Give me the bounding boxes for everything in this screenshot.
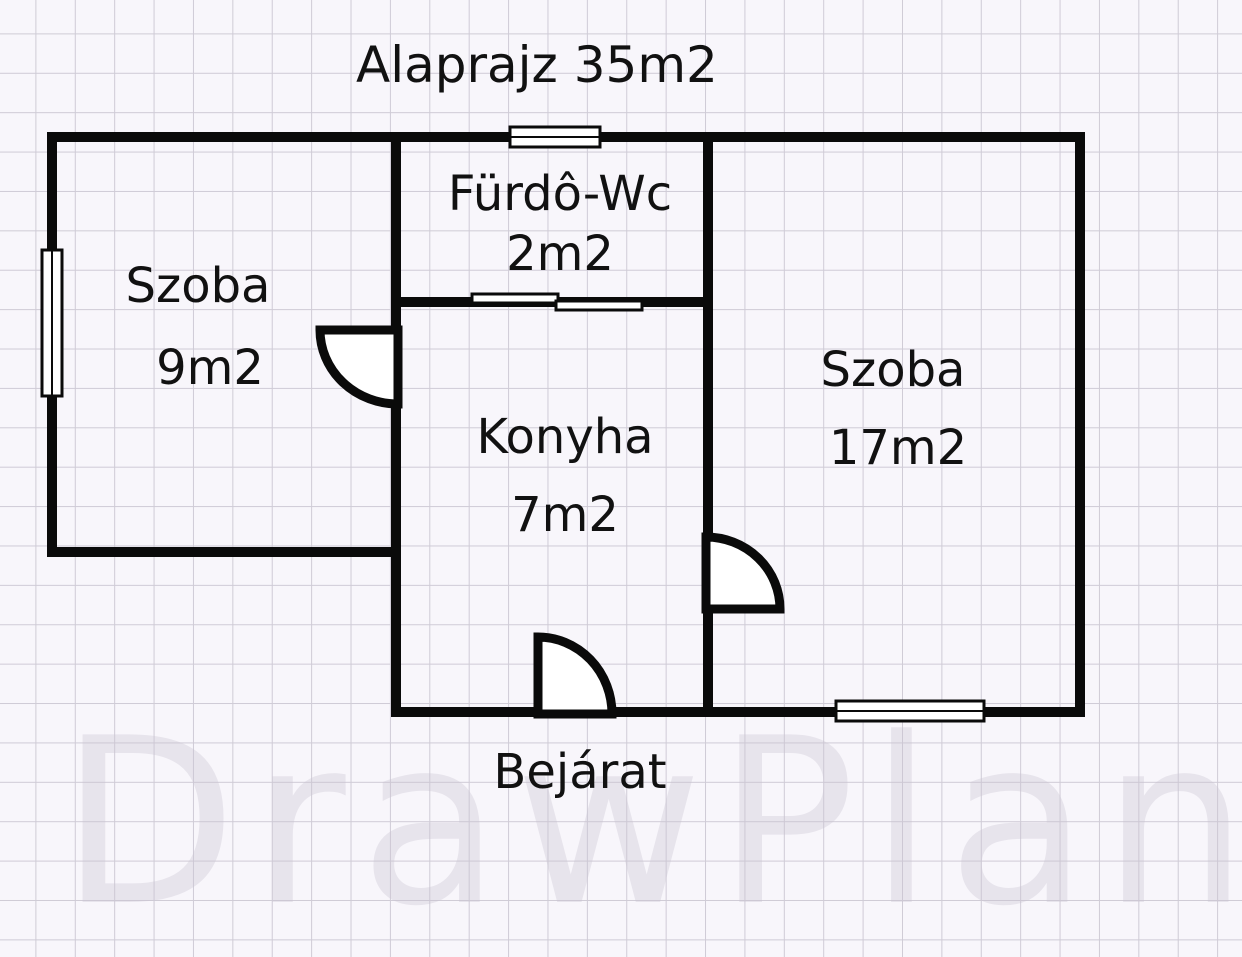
room-area-szoba-small: 9m2 [156,340,264,396]
door-entrance [533,632,617,719]
doors [315,325,785,719]
room-name-konyha: Konyha [476,409,654,465]
room-area-szoba-large: 17m2 [828,420,968,476]
sliding-door-b [554,299,644,312]
room-name-furdo: Fürdô-Wc [447,166,673,222]
door-large-room [701,532,785,614]
sliding-door-a [470,292,560,305]
windows [40,125,986,723]
floor-plan [40,125,1085,723]
door-small-room [315,325,403,409]
room-area-furdo: 2m2 [506,226,614,282]
room-name-szoba-large: Szoba [820,342,966,398]
plan-title: Alaprajz 35m2 [356,36,718,94]
room-area-konyha: 7m2 [511,487,619,543]
entrance-label: Bejárat [493,744,667,800]
room-name-szoba-small: Szoba [125,258,271,314]
